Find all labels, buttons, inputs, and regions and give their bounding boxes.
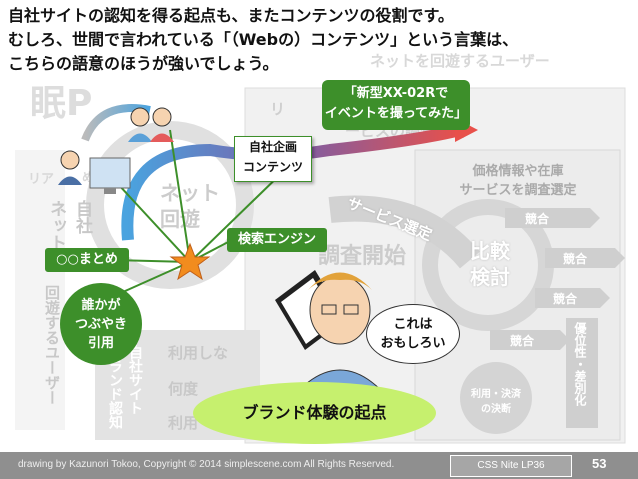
bg-left-vertical-1: ネット xyxy=(46,200,66,251)
bg-top-banner: ネットを回遊するユーザー xyxy=(370,52,550,70)
competitor-label-4: 競合 xyxy=(510,334,535,348)
header-line-3: こちらの語意のほうが強いでしょう。 xyxy=(8,54,279,73)
search-engine-tag: 検索エンジン xyxy=(227,228,327,252)
payment-label: 利用・決済 の決断 xyxy=(471,389,521,415)
page-number: 53 xyxy=(592,456,607,471)
bg-row-3: 利用 xyxy=(168,414,199,432)
competitor-arrow-4 xyxy=(490,330,570,350)
star-icon xyxy=(169,242,211,281)
couple-icon xyxy=(128,107,174,142)
brand-start-bubble: ブランド体験の起点 xyxy=(193,382,436,444)
bg-row-2: 何度 xyxy=(168,380,199,398)
competitor-label-3: 競合 xyxy=(553,292,578,306)
service-arrow xyxy=(328,195,480,269)
competitor-arrow-3 xyxy=(535,288,610,308)
price-research-label: 価格情報や在庫 サービスを調査選定 xyxy=(459,164,577,198)
svg-text:眠P: 眠P xyxy=(30,83,92,124)
bg-left-vertical-2: 回遊するユーザー xyxy=(43,285,61,405)
superiority-label: 優位性・差別化 xyxy=(573,322,587,406)
slide-header: 自社サイトの認知を得る起点も、またコンテンツの役割です。 むしろ、世間で言われて… xyxy=(8,4,568,76)
tweet-bubble: 誰かが つぶやき 引用 xyxy=(60,283,142,365)
header-line-1: 自社サイトの認知を得る起点も、またコンテンツの役割です。 xyxy=(8,6,454,25)
competitor-arrow-1 xyxy=(505,208,600,228)
bg-real-left: リア xyxy=(28,172,55,187)
superiority-bar xyxy=(566,318,598,428)
bg-site-brand: 自社サイト ブランド認知 xyxy=(107,345,143,429)
person-icon xyxy=(58,150,82,185)
bg-row-1: 利用しな xyxy=(168,344,229,362)
payment-circle xyxy=(460,362,532,434)
interesting-bubble: これは おもしろい xyxy=(366,304,460,364)
bg-left-vertical-3: 自社 xyxy=(72,200,92,234)
compare-label: 比較 検討 xyxy=(470,239,510,289)
competitor-label-2: 競合 xyxy=(563,252,588,266)
competitor-arrow-2 xyxy=(545,248,625,268)
monitor-icon xyxy=(89,157,131,194)
new-model-callout: 「新型XX-02Rで イベントを撮ってみた」 xyxy=(322,80,470,130)
bg-net-kai: ネット 回遊 xyxy=(160,181,220,231)
matome-tag: ○○まとめ xyxy=(45,248,129,272)
competitor-label-1: 競合 xyxy=(525,212,550,226)
own-content-label: 自社企画 コンテンツ xyxy=(234,136,312,182)
left-column xyxy=(15,150,65,430)
footer-credit: drawing by Kazunori Tokoo, Copyright © 2… xyxy=(18,459,395,470)
footer-event: CSS Nite LP36 xyxy=(450,455,572,477)
bg-research-start: 調査開始 xyxy=(318,244,407,269)
header-line-2: むしろ、世間で言われている「（Webの）コンテンツ」という言葉は、 xyxy=(8,30,519,49)
